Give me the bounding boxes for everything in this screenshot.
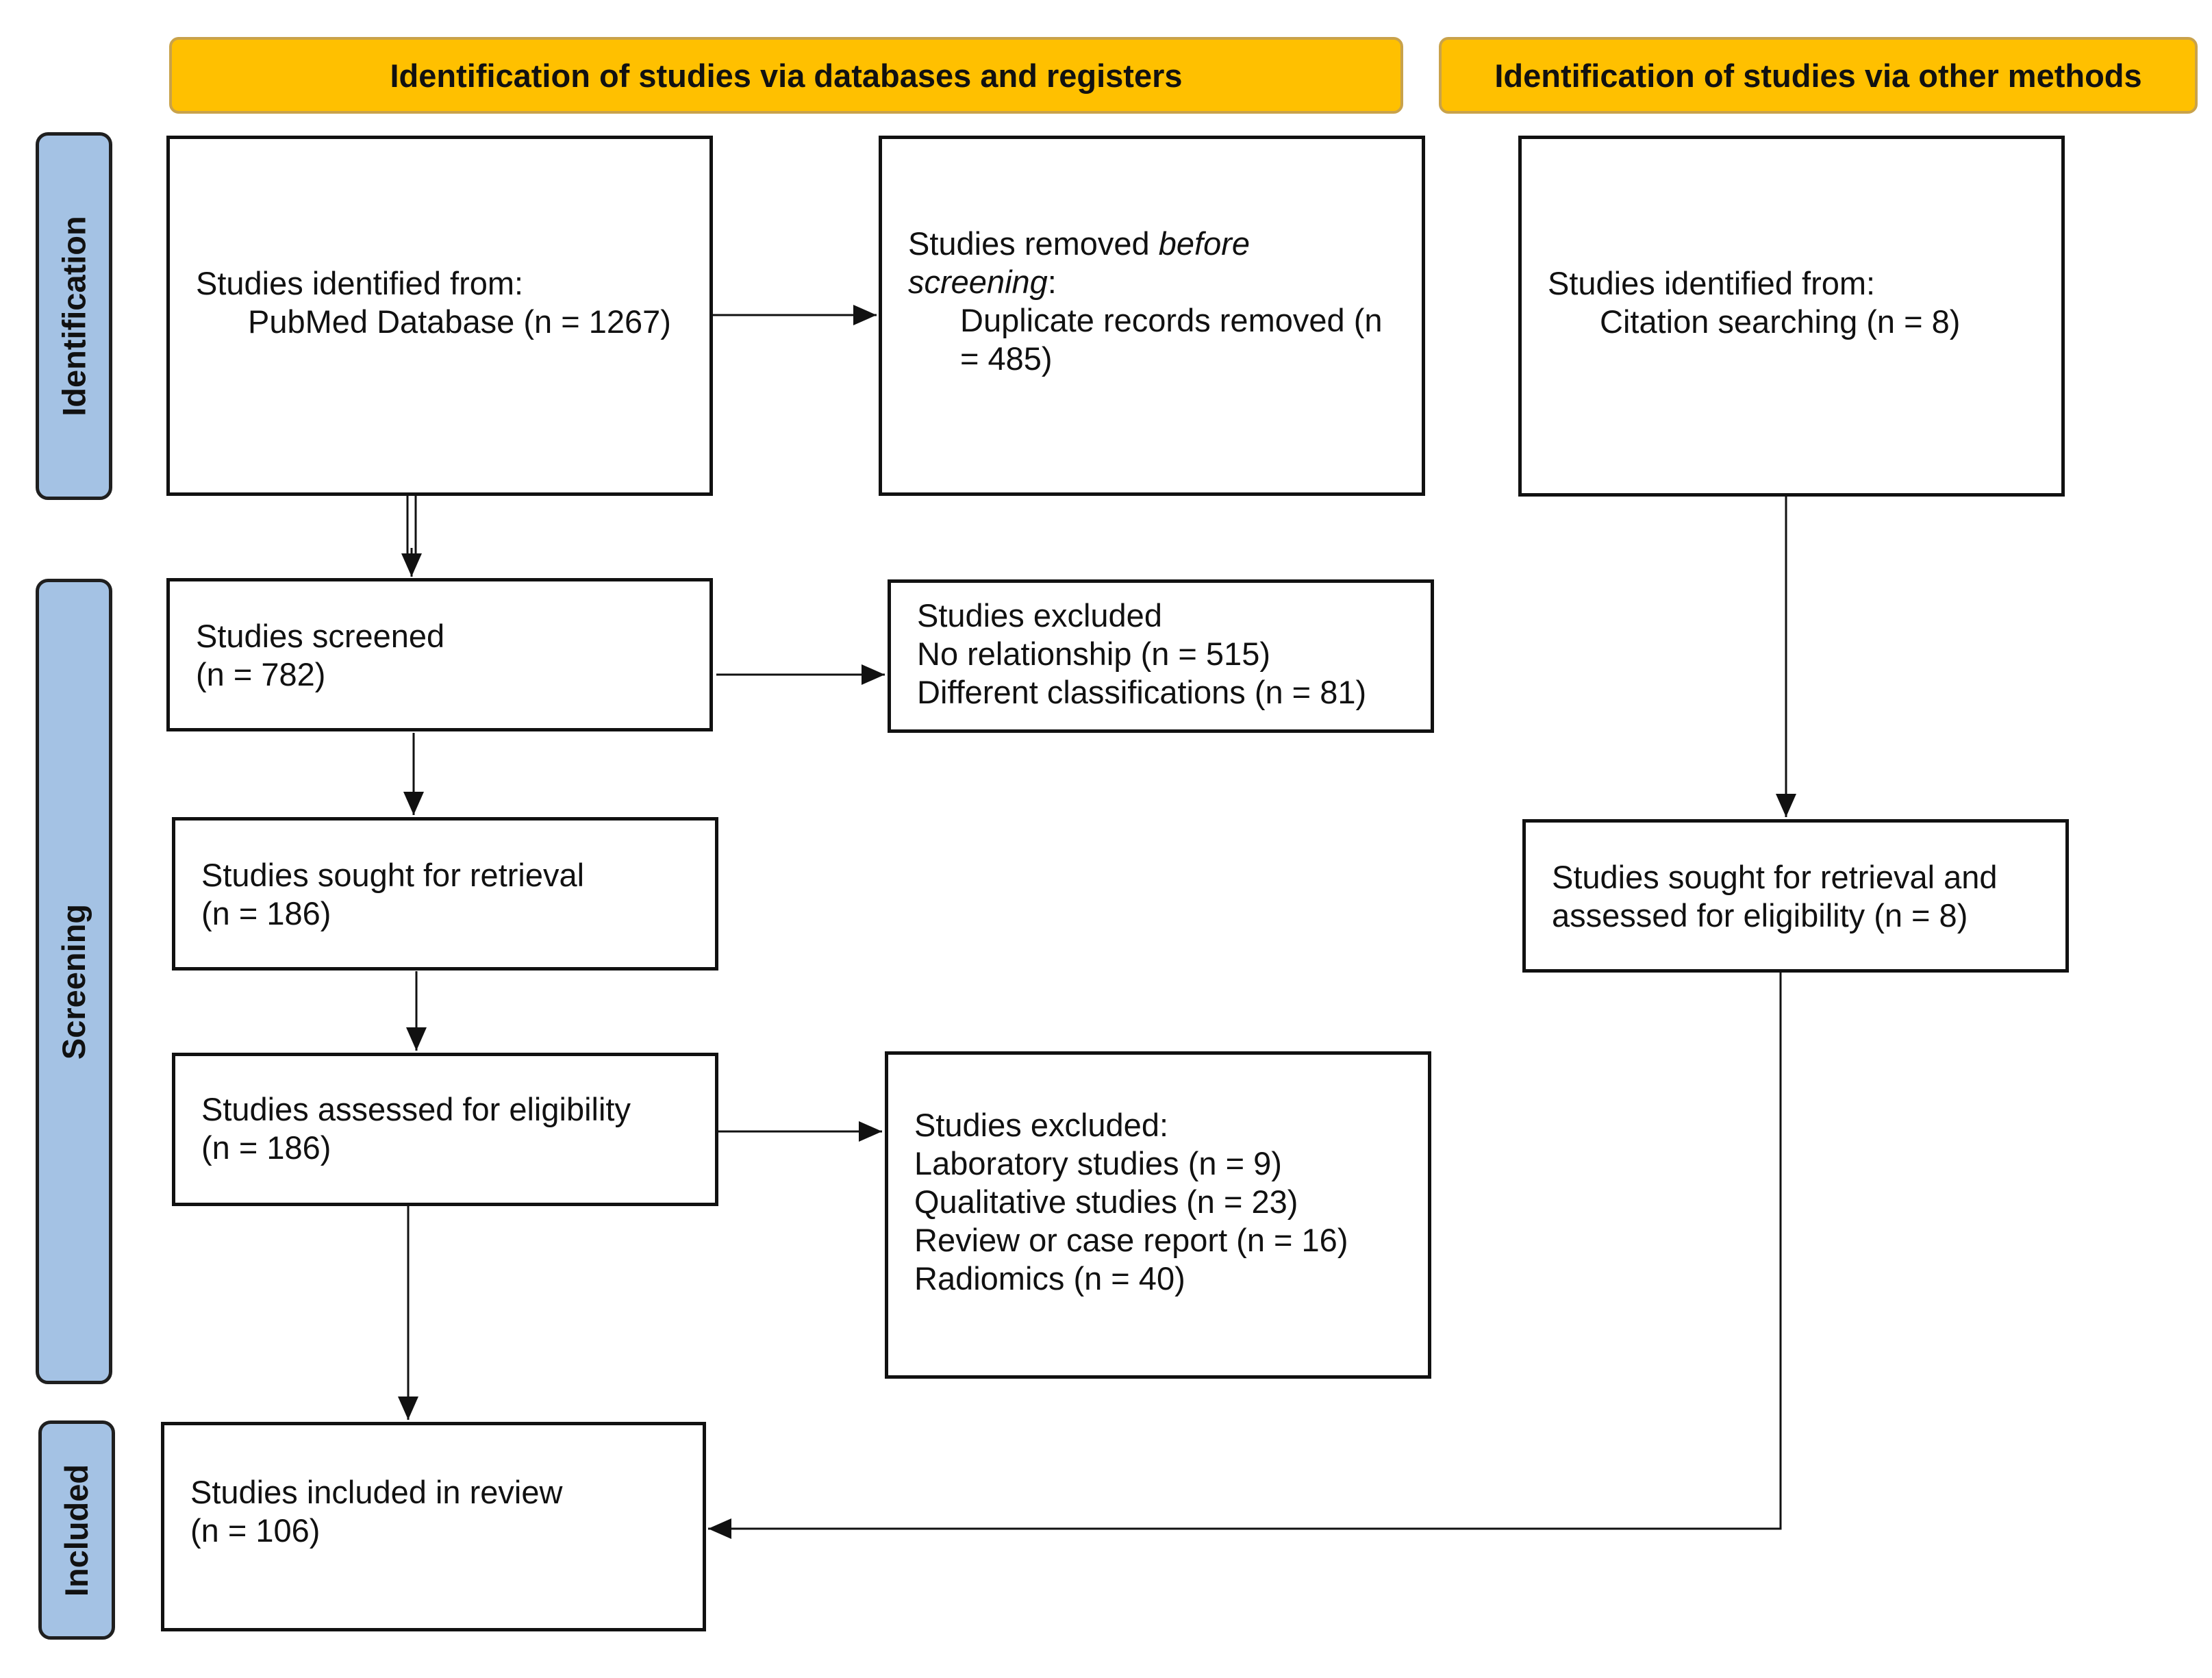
excluded-elig-line-5: Radiomics (n = 40) [914, 1260, 1185, 1297]
removed-line-2: = 485) [960, 340, 1053, 377]
identified-other-line-1: Studies identified from: [1548, 265, 1876, 301]
box-identified-other: Studies identified from: Citation search… [1518, 136, 2065, 497]
connector-other-to-included [822, 973, 1782, 1530]
excluded-elig-line-3: Qualitative studies (n = 23) [914, 1184, 1298, 1220]
screened-line-1: Studies screened [196, 618, 445, 654]
included-line-2: (n = 106) [190, 1512, 321, 1549]
box-included-review: Studies included in review (n = 106) [161, 1422, 706, 1631]
box-studies-screened: Studies screened (n = 782) [166, 578, 713, 731]
box-sought-retrieval-db: Studies sought for retrieval (n = 186) [172, 817, 718, 971]
box-excluded-screening: Studies excluded No relationship (n = 51… [888, 579, 1434, 733]
phase-identification: Identification [36, 132, 112, 500]
assessed-line-1: Studies assessed for eligibility [201, 1091, 631, 1127]
phase-screening: Screening [36, 579, 112, 1384]
excluded-screen-line-2: No relationship (n = 515) [917, 636, 1270, 672]
sought-other-line-2: assessed for eligibility (n = 8) [1552, 897, 1968, 934]
box-identified-database: Studies identified from: PubMed Database… [166, 136, 713, 496]
box-removed-before-screening: Studies removed before screening: Duplic… [879, 136, 1425, 496]
identified-other-line-2: Citation searching (n = 8) [1600, 303, 1961, 340]
excluded-screen-line-3: Different classifications (n = 81) [917, 674, 1367, 710]
removed-line-1: Duplicate records removed (n [960, 302, 1383, 338]
box-sought-retrieval-other: Studies sought for retrieval and assesse… [1522, 819, 2069, 973]
box-excluded-eligibility: Studies excluded: Laboratory studies (n … [885, 1051, 1431, 1379]
excluded-elig-line-1: Studies excluded: [914, 1107, 1169, 1143]
header-databases-registers: Identification of studies via databases … [169, 37, 1403, 114]
identified-db-line-2: PubMed Database (n = 1267) [248, 303, 671, 340]
sought-db-line-1: Studies sought for retrieval [201, 857, 585, 893]
phase-included: Included [38, 1420, 115, 1640]
excluded-screen-line-1: Studies excluded [917, 597, 1162, 634]
identified-db-line-1: Studies identified from: [196, 265, 524, 301]
excluded-elig-line-4: Review or case report (n = 16) [914, 1222, 1348, 1258]
screened-line-2: (n = 782) [196, 656, 326, 692]
included-line-1: Studies included in review [190, 1474, 563, 1510]
excluded-elig-line-2: Laboratory studies (n = 9) [914, 1145, 1282, 1181]
removed-lead-2: screening: [908, 264, 1057, 300]
box-assessed-eligibility: Studies assessed for eligibility (n = 18… [172, 1053, 718, 1206]
sought-db-line-2: (n = 186) [201, 895, 331, 931]
header-other-methods: Identification of studies via other meth… [1439, 37, 2198, 114]
sought-other-line-1: Studies sought for retrieval and [1552, 859, 1998, 895]
assessed-line-2: (n = 186) [201, 1129, 331, 1166]
removed-lead: Studies removed before [908, 225, 1250, 262]
